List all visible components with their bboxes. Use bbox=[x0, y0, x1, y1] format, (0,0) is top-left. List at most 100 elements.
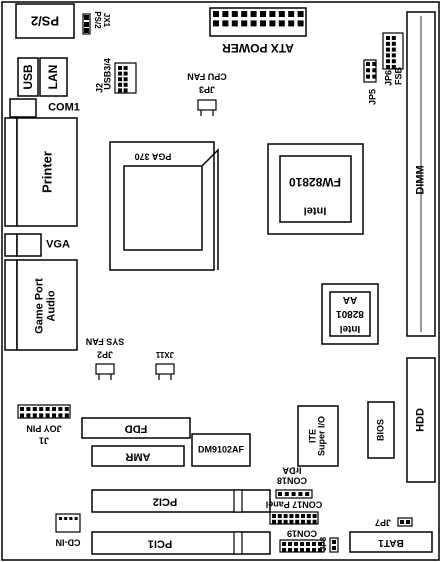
pin bbox=[306, 519, 311, 524]
pin bbox=[300, 542, 304, 546]
pin bbox=[278, 492, 282, 496]
pin bbox=[289, 514, 294, 518]
con18-label: CON18 bbox=[276, 475, 308, 486]
usb34-label: USB3/4 bbox=[102, 58, 113, 90]
pin bbox=[289, 519, 294, 524]
pin bbox=[250, 11, 257, 17]
joy-pin-header-pins bbox=[20, 407, 69, 418]
pin bbox=[269, 20, 276, 27]
fdd-label[interactable]: FDD bbox=[124, 422, 148, 435]
pin bbox=[306, 548, 310, 552]
pin bbox=[391, 41, 396, 46]
cpu-fan-label: CPU FAN bbox=[187, 71, 227, 82]
pin bbox=[386, 36, 390, 40]
pin bbox=[277, 519, 282, 524]
intel-label-northbridge: Intel bbox=[303, 204, 327, 217]
jp7-pins bbox=[400, 520, 410, 524]
chip-aa-label: AA bbox=[342, 294, 358, 305]
fsb-label: FSB bbox=[393, 67, 404, 85]
pin bbox=[391, 36, 396, 40]
pin bbox=[59, 517, 62, 520]
pin bbox=[123, 88, 128, 93]
vga-label[interactable]: VGA bbox=[46, 238, 70, 251]
jp5-pins bbox=[366, 62, 377, 79]
pin bbox=[386, 53, 390, 58]
pin bbox=[123, 71, 128, 76]
jp8-pins bbox=[332, 540, 336, 550]
con17-panel-label: CON17 Panel bbox=[265, 499, 323, 510]
pin bbox=[231, 11, 238, 17]
pin bbox=[241, 11, 248, 17]
con18-irda-pins bbox=[278, 492, 310, 496]
pin bbox=[278, 11, 285, 17]
audio-text: Audio bbox=[45, 290, 57, 322]
pin bbox=[213, 20, 219, 27]
pin bbox=[332, 546, 336, 550]
pin bbox=[391, 65, 396, 69]
pin bbox=[372, 74, 377, 79]
hdd-label[interactable]: HDD bbox=[414, 408, 427, 432]
pin bbox=[241, 20, 248, 27]
pin bbox=[32, 413, 37, 418]
bat1-label: BAT1 bbox=[378, 537, 404, 548]
chip-82801-label: 82801 bbox=[336, 308, 364, 319]
jp6-label: JP6 bbox=[383, 69, 394, 87]
cd-in-label: CD-IN bbox=[55, 537, 81, 548]
jx11-label: JX11 bbox=[155, 350, 175, 359]
pin bbox=[69, 517, 73, 520]
pin bbox=[312, 514, 317, 518]
pin bbox=[45, 407, 50, 411]
dm9102af-label: DM9102AF bbox=[197, 444, 245, 455]
pin bbox=[294, 542, 298, 546]
pin bbox=[306, 542, 310, 546]
j1-label: J1 bbox=[38, 435, 50, 446]
jp5-label: JP5 bbox=[367, 88, 378, 106]
pin bbox=[64, 413, 69, 418]
pin bbox=[269, 11, 276, 17]
pin bbox=[222, 20, 229, 27]
pin bbox=[58, 413, 63, 418]
jp8-label: JP8 bbox=[319, 536, 328, 552]
game-port-text: Game Port bbox=[33, 278, 46, 334]
jx1-label: JX1 bbox=[102, 12, 111, 28]
dimm-label[interactable]: DIMM bbox=[414, 165, 427, 195]
ite-super-io-label: ITE Super I/O bbox=[308, 415, 328, 457]
com1-label[interactable]: COM1 bbox=[48, 101, 80, 114]
pin bbox=[366, 74, 370, 79]
pin bbox=[52, 413, 56, 418]
pin bbox=[312, 542, 316, 546]
jp3-label: JP3 bbox=[198, 84, 216, 95]
pin bbox=[118, 88, 122, 93]
pin bbox=[118, 66, 122, 70]
pin bbox=[278, 20, 285, 27]
super-io-text: Super I/O bbox=[317, 415, 327, 457]
pci2-label[interactable]: PCI2 bbox=[152, 495, 178, 508]
cd-in-pins bbox=[59, 517, 78, 520]
usb-label[interactable]: USB bbox=[21, 64, 35, 90]
pin bbox=[386, 47, 390, 52]
pin bbox=[20, 407, 24, 411]
con19-label: CON19 bbox=[286, 528, 318, 539]
pci1-label[interactable]: PCI1 bbox=[147, 537, 173, 550]
intel-label-southbridge: Intel bbox=[339, 323, 361, 334]
printer-label[interactable]: Printer bbox=[39, 151, 55, 193]
pin bbox=[295, 519, 300, 524]
pin bbox=[312, 548, 316, 552]
jp6-fsb-pins bbox=[386, 36, 396, 69]
amr-label[interactable]: AMR bbox=[125, 450, 151, 463]
pin bbox=[282, 548, 286, 552]
fw82810-label: FW82810 bbox=[288, 175, 342, 189]
pin bbox=[312, 519, 317, 524]
lan-label[interactable]: LAN bbox=[46, 64, 60, 90]
pin bbox=[123, 82, 128, 87]
pin bbox=[118, 82, 122, 87]
pin bbox=[39, 413, 44, 418]
pin bbox=[282, 542, 286, 546]
game-port-audio-label[interactable]: Game Port Audio bbox=[33, 278, 57, 334]
pin bbox=[123, 77, 128, 82]
bios-label: BIOS bbox=[375, 418, 386, 442]
pin bbox=[118, 71, 122, 76]
pin bbox=[272, 519, 276, 524]
pin bbox=[74, 517, 78, 520]
